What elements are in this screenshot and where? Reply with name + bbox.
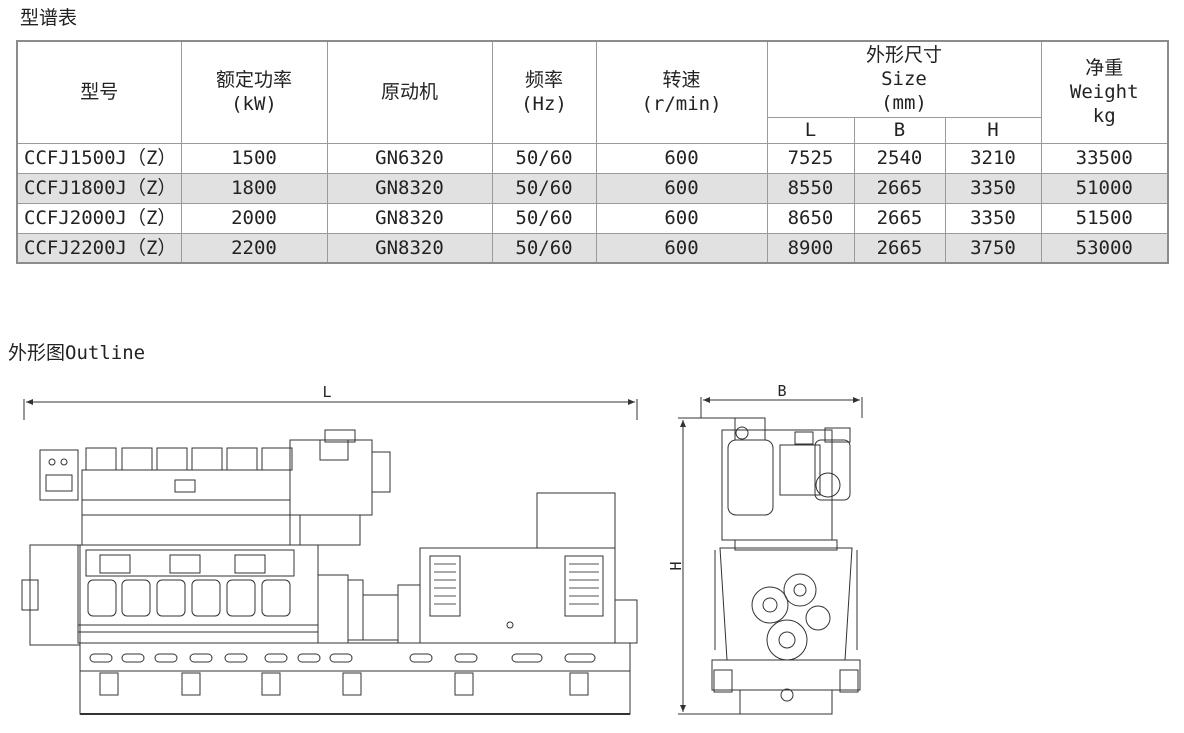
- cell-frequency: 50/60: [491, 202, 597, 234]
- header-weight: 净重 Weight kg: [1040, 40, 1169, 144]
- cell-model: CCFJ1800J（Z）: [16, 172, 182, 204]
- header-size-b: B: [853, 116, 946, 144]
- header-weight-label: 净重: [1085, 57, 1124, 80]
- dimension-b: B: [700, 382, 863, 418]
- dimension-b-label: B: [777, 382, 786, 400]
- header-size: 外形尺寸 Size (mm): [766, 40, 1042, 118]
- cell-size-b: 2665: [853, 172, 946, 204]
- cell-speed: 600: [595, 142, 768, 174]
- header-weight-en: Weight: [1069, 81, 1139, 104]
- header-size-label: 外形尺寸: [865, 44, 942, 67]
- table-row: CCFJ2000J（Z） 2000 GN8320 50/60 600 8650 …: [16, 202, 1169, 234]
- dimension-l: L: [23, 383, 638, 420]
- cell-engine: GN6320: [326, 142, 493, 174]
- cell-weight: 53000: [1040, 232, 1169, 264]
- cell-frequency: 50/60: [491, 232, 597, 264]
- cell-size-l: 8550: [766, 172, 855, 204]
- table-row: CCFJ1500J（Z） 1500 GN6320 50/60 600 7525 …: [16, 142, 1169, 174]
- header-size-unit: (mm): [881, 92, 927, 115]
- header-engine: 原动机: [326, 40, 493, 144]
- header-model: 型号: [16, 40, 182, 144]
- table-row: CCFJ1800J（Z） 1800 GN8320 50/60 600 8550 …: [16, 172, 1169, 204]
- cell-engine: GN8320: [326, 172, 493, 204]
- table-row: CCFJ2200J（Z） 2200 GN8320 50/60 600 8900 …: [16, 232, 1169, 264]
- cell-weight: 51000: [1040, 172, 1169, 204]
- cell-frequency: 50/60: [491, 172, 597, 204]
- cell-weight: 51500: [1040, 202, 1169, 234]
- cell-speed: 600: [595, 232, 768, 264]
- cell-size-l: 8900: [766, 232, 855, 264]
- header-size-h: H: [944, 116, 1042, 144]
- header-speed-label: 转速: [662, 69, 701, 92]
- header-power: 额定功率 (kW): [180, 40, 328, 144]
- header-speed-unit: (r/min): [641, 93, 722, 116]
- header-frequency-label: 频率: [524, 69, 563, 92]
- header-power-label: 额定功率: [215, 69, 292, 92]
- cell-size-h: 3350: [944, 202, 1042, 234]
- table-title: 型谱表: [20, 7, 78, 29]
- dimension-h-label: H: [667, 561, 685, 570]
- header-speed: 转速 (r/min): [595, 40, 768, 144]
- end-view: [711, 417, 861, 715]
- cell-size-b: 2665: [853, 232, 946, 264]
- outline-drawing: L: [21, 382, 863, 715]
- outline-title: 外形图Outline: [8, 342, 146, 364]
- cell-frequency: 50/60: [491, 142, 597, 174]
- header-frequency-unit: (Hz): [521, 93, 567, 116]
- cell-engine: GN8320: [326, 202, 493, 234]
- cell-size-l: 8650: [766, 202, 855, 234]
- cell-speed: 600: [595, 202, 768, 234]
- cell-speed: 600: [595, 172, 768, 204]
- header-size-l: L: [766, 116, 855, 144]
- side-view: [21, 429, 638, 715]
- cell-model: CCFJ1500J（Z）: [16, 142, 182, 174]
- header-size-en: Size: [881, 68, 927, 91]
- cell-size-b: 2540: [853, 142, 946, 174]
- cell-power: 1500: [180, 142, 328, 174]
- header-weight-unit: kg: [1092, 105, 1116, 128]
- cell-power: 2000: [180, 202, 328, 234]
- dimension-l-label: L: [322, 383, 331, 401]
- cell-size-h: 3750: [944, 232, 1042, 264]
- cell-size-h: 3350: [944, 172, 1042, 204]
- cell-size-h: 3210: [944, 142, 1042, 174]
- cell-engine: GN8320: [326, 232, 493, 264]
- header-power-unit: (kW): [231, 93, 277, 116]
- spec-table: 型号 额定功率 (kW) 原动机 频率 (Hz) 转速 (r/min) 外形尺寸…: [16, 40, 1169, 264]
- dimension-h: H: [667, 417, 740, 715]
- header-frequency: 频率 (Hz): [491, 40, 597, 144]
- cell-weight: 33500: [1040, 142, 1169, 174]
- cell-power: 1800: [180, 172, 328, 204]
- cell-size-l: 7525: [766, 142, 855, 174]
- cell-model: CCFJ2000J（Z）: [16, 202, 182, 234]
- cell-size-b: 2665: [853, 202, 946, 234]
- cell-power: 2200: [180, 232, 328, 264]
- cell-model: CCFJ2200J（Z）: [16, 232, 182, 264]
